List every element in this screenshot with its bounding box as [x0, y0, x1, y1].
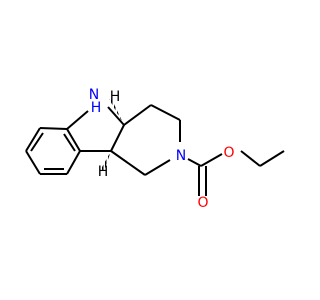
- atom-label-o-carbonyl: O: [197, 195, 208, 211]
- atom-label-n-ring: N: [176, 148, 186, 164]
- bond-c1-c9b: [110, 150, 146, 176]
- bond-ethyl-ch2-ch3: [259, 150, 285, 167]
- piperidine-ring: [110, 104, 181, 176]
- atom-label-n-indoline: N: [89, 87, 99, 103]
- stereo-h-label-bottom: H: [98, 164, 109, 180]
- stereo-h-label-top: H: [110, 89, 121, 105]
- bond-n-c4a: [107, 106, 125, 126]
- atom-label-h-indoline: H: [91, 100, 102, 116]
- pyrrolidine-ring: [66, 106, 125, 152]
- bond-c7a-n: [66, 110, 89, 130]
- bond-benzene-3: [25, 150, 41, 175]
- benzene-ring: [25, 127, 81, 175]
- atom-label-o-ester: O: [223, 145, 234, 161]
- bond-benzene-2: [25, 127, 41, 152]
- bond-benzene-1: [39, 127, 68, 130]
- bond-n2-carbonyl: [187, 158, 202, 167]
- molecule-structure: N H N O O H H: [25, 87, 285, 211]
- bond-carbonyl-o-ester: [200, 153, 223, 167]
- bond-o-ethyl-ch2: [240, 150, 261, 167]
- hashed-wedge-top: [109, 99, 124, 125]
- bond-benzene-6: [66, 128, 81, 152]
- double-bond-benzene-a: [30, 132, 44, 152]
- bond-c4-c3: [150, 104, 181, 121]
- bond-benzene-5: [66, 150, 81, 175]
- stereo-wedges: [101, 99, 124, 171]
- bond-n2-c1: [144, 159, 171, 176]
- bond-c4a-c4: [123, 104, 152, 126]
- double-bond-benzene-c: [63, 133, 76, 152]
- bond-c4a-c9b: [110, 124, 125, 152]
- carbamate-group: [187, 150, 285, 196]
- hashed-wedge-bottom: [101, 151, 111, 171]
